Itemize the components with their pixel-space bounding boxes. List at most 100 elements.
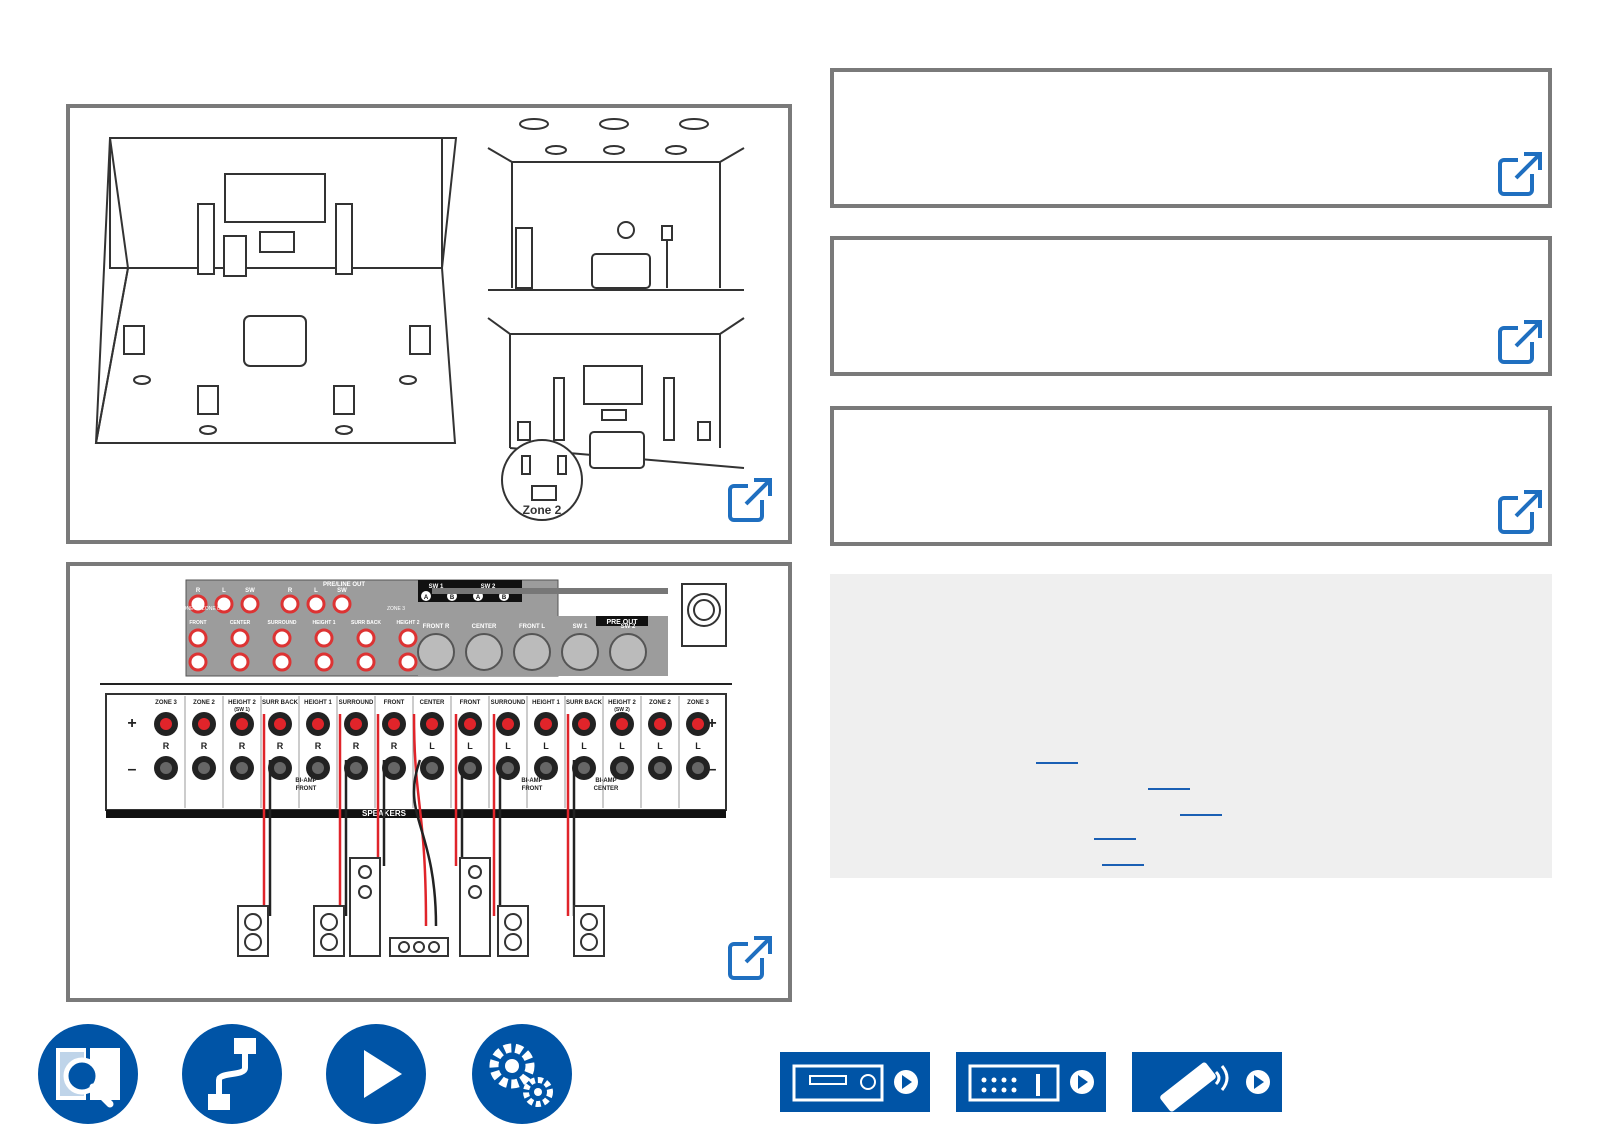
terminal-plus-core <box>654 718 666 730</box>
plus-right: + <box>707 715 716 732</box>
external-link-icon[interactable] <box>726 476 774 524</box>
receiver-front-icon <box>792 1064 918 1102</box>
xlr-jack[interactable] <box>417 633 455 671</box>
playback-icon <box>364 1050 402 1098</box>
room-layout-illustration: Zone 2 <box>94 118 745 521</box>
link-box-3[interactable] <box>830 406 1552 546</box>
terminal-plus-core <box>426 718 438 730</box>
page-link-1[interactable] <box>1036 762 1078 764</box>
channel-letter: R <box>277 741 284 751</box>
bi-amp-front-label-right: BI-AMP <box>521 778 542 784</box>
page-link-3[interactable] <box>1180 814 1222 816</box>
external-link-icon[interactable] <box>1496 150 1544 198</box>
xlr-jack[interactable] <box>561 633 599 671</box>
page-link-2[interactable] <box>1148 788 1190 790</box>
terminal-label: SURROUND <box>339 700 374 706</box>
terminal-minus-core <box>654 762 666 774</box>
rca-jack[interactable] <box>188 628 208 648</box>
rca-bottom-label: SURR BACK <box>351 620 381 626</box>
link-box-1[interactable] <box>830 68 1552 208</box>
rca-jack[interactable] <box>188 594 208 614</box>
terminal-label: ZONE 2 <box>193 700 215 706</box>
terminal-minus-core <box>160 762 172 774</box>
rca-top-label: R <box>288 588 293 594</box>
sw-header-label: SW 2 <box>481 584 496 590</box>
channel-letter: R <box>353 741 360 751</box>
channel-letter: L <box>543 741 549 751</box>
rca-bottom-label: CENTER <box>230 620 251 626</box>
channel-letter: L <box>429 741 435 751</box>
bi-amp-center-sub: CENTER <box>594 786 619 792</box>
rca-jack[interactable] <box>230 628 250 648</box>
terminal-plus-core <box>540 718 552 730</box>
rca-jack[interactable] <box>272 652 292 672</box>
terminal-minus-core <box>578 762 590 774</box>
rca-jack[interactable] <box>356 652 376 672</box>
sw-mark-circle <box>421 591 431 601</box>
xlr-jack[interactable] <box>609 633 647 671</box>
minus-left: – <box>128 761 137 778</box>
terminal-label: HEIGHT 2 <box>608 700 636 706</box>
terminal-minus-core <box>312 762 324 774</box>
rca-jack[interactable] <box>230 652 250 672</box>
channel-letter: L <box>619 741 625 751</box>
receiver-rear-icon <box>968 1064 1094 1102</box>
terminal-plus-core <box>578 718 590 730</box>
channel-letter: R <box>163 741 170 751</box>
notes-panel <box>830 574 1552 878</box>
terminal-plus-core <box>692 718 704 730</box>
remote-control-icon <box>1160 1062 1270 1112</box>
terminal-plus-core <box>274 718 286 730</box>
page-link-4[interactable] <box>1094 838 1136 840</box>
rca-top-label: L <box>222 588 226 594</box>
rca-jack[interactable] <box>280 594 300 614</box>
rca-jack[interactable] <box>332 594 352 614</box>
minus-right: – <box>708 761 717 778</box>
rca-jack[interactable] <box>398 652 418 672</box>
terminal-minus-core <box>236 762 248 774</box>
remote-control-button[interactable] <box>1132 1052 1282 1112</box>
rca-jack[interactable] <box>188 652 208 672</box>
terminal-minus-core <box>540 762 552 774</box>
page-link-5[interactable] <box>1102 864 1144 866</box>
external-link-icon[interactable] <box>1496 488 1544 536</box>
rca-jack[interactable] <box>214 594 234 614</box>
terminal-minus-core <box>502 762 514 774</box>
sw-header-label: SW 1 <box>429 584 444 590</box>
terminal-minus-core <box>616 762 628 774</box>
zone-2-label: Zone 2 <box>523 503 562 517</box>
receiver-front-button[interactable] <box>780 1052 930 1112</box>
bi-amp-front-sub-left: FRONT <box>296 786 317 792</box>
rca-jack[interactable] <box>398 628 418 648</box>
connection-cable-icon <box>208 1038 256 1110</box>
zone-out-label: ZONE 2 / ZONE B <box>180 606 222 612</box>
xlr-label: CENTER <box>472 624 497 630</box>
rca-jack[interactable] <box>306 594 326 614</box>
terminal-label: CENTER <box>420 700 445 706</box>
link-box-2[interactable] <box>830 236 1552 376</box>
rca-jack[interactable] <box>356 628 376 648</box>
settings-button[interactable] <box>472 1024 572 1124</box>
xlr-jack[interactable] <box>513 633 551 671</box>
terminal-minus-core <box>692 762 704 774</box>
rca-top-label: SW <box>245 588 255 594</box>
receiver-rear-button[interactable] <box>956 1052 1106 1112</box>
external-link-icon[interactable] <box>726 934 774 982</box>
xlr-jack[interactable] <box>465 633 503 671</box>
rca-jack[interactable] <box>272 628 292 648</box>
playback-button[interactable] <box>326 1024 426 1124</box>
rca-jack[interactable] <box>240 594 260 614</box>
channel-letter: R <box>201 741 208 751</box>
rca-jack[interactable] <box>314 628 334 648</box>
terminal-plus-core <box>312 718 324 730</box>
bi-amp-front-sub-right: FRONT <box>522 786 543 792</box>
terminal-label: ZONE 3 <box>687 700 709 706</box>
pre-out-label: PRE OUT <box>606 619 638 626</box>
pre-line-out-label: PRE/LINE OUT <box>323 582 365 588</box>
terminal-label: SURROUND <box>491 700 526 706</box>
rca-jack[interactable] <box>314 652 334 672</box>
external-link-icon[interactable] <box>1496 318 1544 366</box>
manual-search-button[interactable] <box>38 1024 138 1124</box>
connection-button[interactable] <box>182 1024 282 1124</box>
